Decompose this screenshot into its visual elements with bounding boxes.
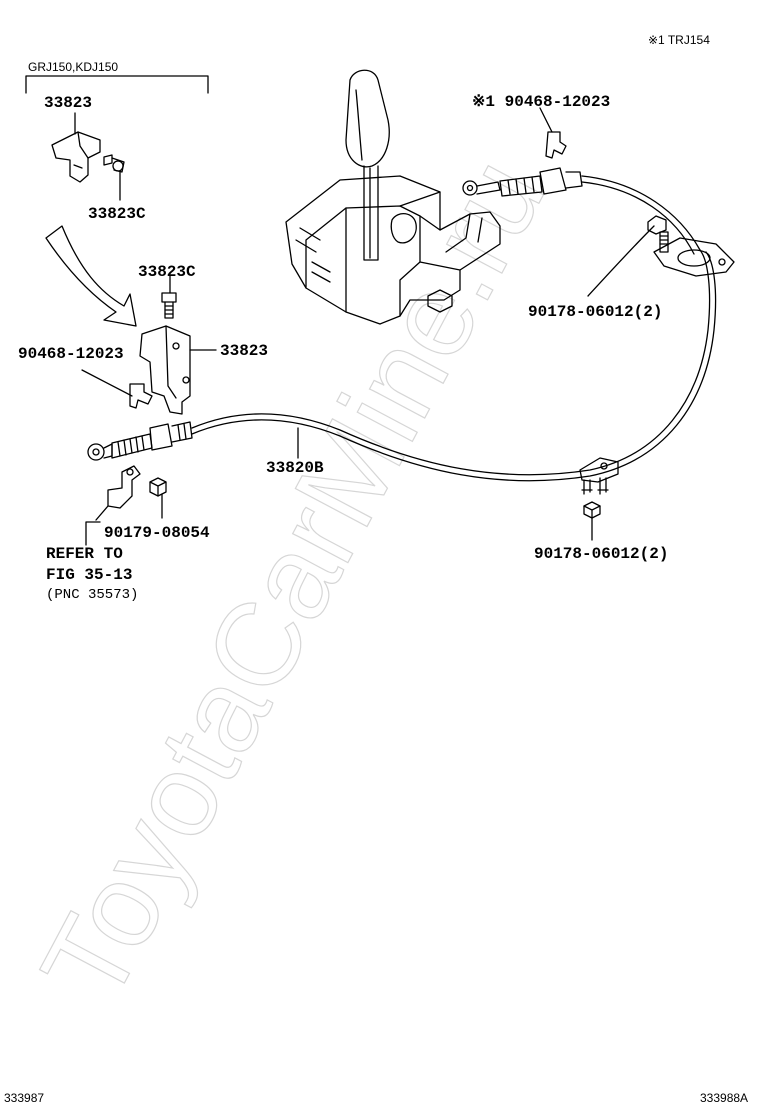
part-33823c-mid: 33823C: [138, 263, 196, 281]
leader-90468-upper: [539, 107, 553, 133]
part-90468-left: 90468-12023: [18, 345, 124, 363]
note-trj154: ※1 TRJ154: [648, 33, 710, 47]
part-90468-upper: ※1 90468-12023: [472, 93, 610, 111]
leader-refer-tip: [95, 505, 109, 521]
clip-90468-left: [129, 383, 153, 409]
bolt-33823c-mid: [161, 292, 177, 319]
part-33820b: 33820B: [266, 459, 324, 477]
curved-arrow: [45, 225, 137, 327]
refer-line3: (PNC 35573): [46, 587, 138, 603]
shift-cable-main: [191, 249, 711, 476]
shift-lever-assembly: [285, 69, 501, 325]
upper-cable: [581, 175, 701, 251]
part-90178-upper: 90178-06012(2): [528, 303, 662, 321]
part-90178-lower: 90178-06012(2): [534, 545, 668, 563]
leader-90468-left: [81, 369, 133, 397]
cable-end-upper: [462, 167, 583, 197]
part-33823-top: 33823: [44, 94, 92, 112]
leader-90178-upper: [587, 225, 655, 297]
nut-90179: [149, 477, 167, 497]
nut-90178-lower: [583, 501, 601, 519]
bracket-33823-top: [51, 131, 101, 183]
variant-label: GRJ150,KDJ150: [28, 60, 118, 74]
part-90179: 90179-08054: [104, 524, 210, 542]
part-33823-main: 33823: [220, 342, 268, 360]
footer-right-code: 333988A: [700, 1091, 748, 1105]
refer-line2: FIG 35-13: [46, 566, 132, 584]
cable-plate-upper: [647, 215, 735, 277]
cable-bracket-right: [579, 457, 619, 495]
footer-left-code: 333987: [4, 1091, 44, 1105]
part-33823c-top: 33823C: [88, 205, 146, 223]
leader-refer: [85, 521, 101, 546]
variant-bracket: [25, 75, 209, 94]
refer-line1: REFER TO: [46, 545, 123, 563]
clip-90468-upper: [545, 131, 567, 159]
cable-bracket-lower: [107, 465, 141, 509]
bolt-33823c-top: [103, 154, 125, 173]
bracket-33823-main: [139, 325, 191, 415]
shift-cable-main-inner: [191, 251, 717, 482]
upper-cable-inner: [581, 181, 695, 255]
cable-end-left: [87, 421, 193, 461]
